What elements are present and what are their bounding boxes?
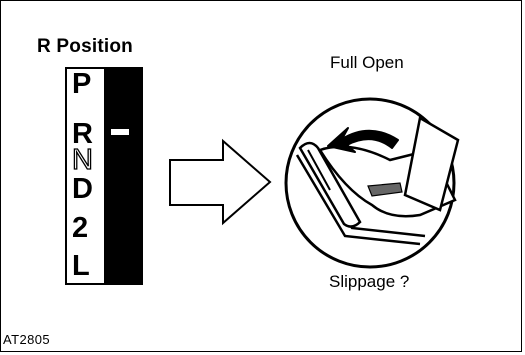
right-arrow-icon [169, 138, 272, 226]
gear-letter-d: D [72, 173, 93, 205]
accelerator-pedal-icon [284, 97, 460, 269]
gear-letter-p: P [72, 68, 91, 100]
gear-selector-icon: P R N D 2 L [65, 67, 143, 285]
diagram-heading: R Position [37, 36, 133, 57]
gear-letter-l: L [72, 250, 90, 282]
selection-marker [111, 129, 129, 135]
gear-letter-2: 2 [72, 212, 88, 244]
slippage-label: Slippage ? [329, 272, 410, 291]
curved-arrow-icon [327, 127, 399, 153]
gear-letter-n: N [72, 144, 93, 176]
figure-code: AT2805 [3, 332, 50, 347]
gear-letter-r: R [72, 118, 93, 150]
full-open-label: Full Open [330, 53, 404, 72]
